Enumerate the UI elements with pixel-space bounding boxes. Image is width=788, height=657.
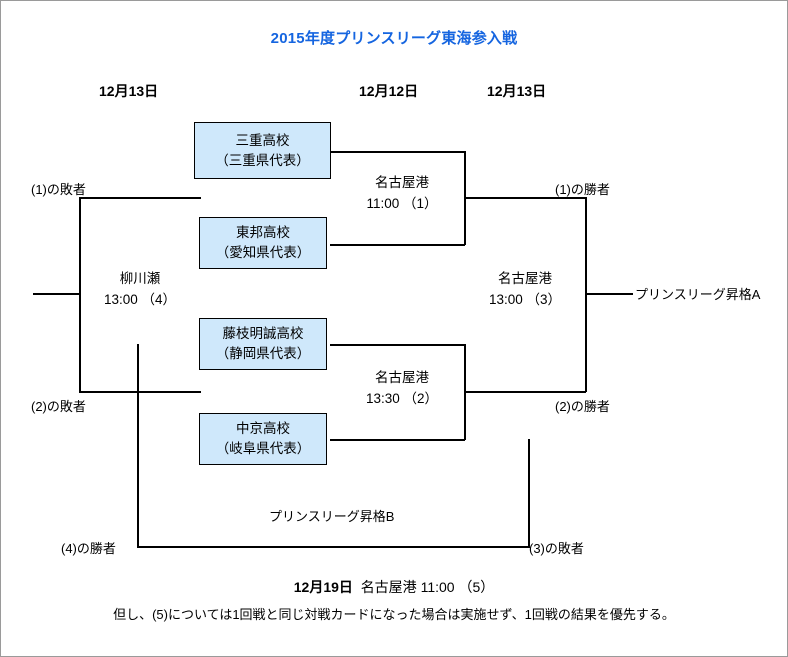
page-title: 2015年度プリンスリーグ東海参入戦 <box>270 30 518 47</box>
line-fujieda-to-match2 <box>330 344 465 346</box>
line-loser3-drop <box>528 439 530 547</box>
team-name-fujieda: 藤枝明誠高校 <box>222 326 304 342</box>
date-header-left: 12月13日 <box>99 83 159 99</box>
playoff-date: 12月19日 <box>293 579 353 595</box>
promotion-label-a: プリンスリーグ昇格A <box>635 287 761 302</box>
date-header-center: 12月12日 <box>359 83 419 99</box>
line-toho-to-match1 <box>330 244 465 246</box>
line-loser1-to-match4 <box>79 197 201 199</box>
team-name-mie: 三重高校 <box>235 132 290 148</box>
match-1-venue: 名古屋港 <box>375 175 429 190</box>
date-header-right: 12月13日 <box>487 83 547 99</box>
team-box-chukyo[interactable]: 中京高校 （岐阜県代表） <box>199 413 327 465</box>
match-3-time: 13:00 （3） <box>488 291 562 307</box>
playoff-footer: 12月19日 名古屋港 11:00 （5） <box>1 577 787 597</box>
line-winner4-drop <box>137 344 139 547</box>
line-mie-to-match1 <box>330 151 465 153</box>
team-box-fujieda[interactable]: 藤枝明誠高校 （静岡県代表） <box>199 318 327 370</box>
match-2-time: 13:30 （2） <box>365 390 439 406</box>
line-promotion-a-lead <box>597 293 633 295</box>
team-box-toho[interactable]: 東邦高校 （愛知県代表） <box>199 217 327 269</box>
team-region-fujieda: （静岡県代表） <box>215 346 311 361</box>
qualifier-winner-1: (1)の勝者 <box>555 182 610 197</box>
team-name-chukyo: 中京高校 <box>236 421 290 437</box>
playoff-note: 但し、(5)については1回戦と同じ対戦カードになった場合は実施せず、1回戦の結果… <box>113 607 675 622</box>
qualifier-loser-2: (2)の敗者 <box>31 399 86 414</box>
match-4-venue: 柳川瀬 <box>119 271 161 286</box>
match-4-label: 柳川瀬 13:00 （4） <box>80 269 200 311</box>
match-1-label: 名古屋港 11:00 （1） <box>337 173 467 215</box>
match-4-time: 13:00 （4） <box>103 291 177 307</box>
qualifier-winner-2: (2)の勝者 <box>555 399 610 414</box>
team-name-toho: 東邦高校 <box>236 225 290 241</box>
qualifier-loser-1: (1)の敗者 <box>31 182 86 197</box>
team-region-toho: （愛知県代表） <box>215 245 311 260</box>
promotion-label-b: プリンスリーグ昇格B <box>269 509 395 524</box>
line-winner2-to-match3 <box>464 391 586 393</box>
qualifier-winner-4: (4)の勝者 <box>61 541 116 556</box>
line-playoff-join <box>137 546 530 548</box>
match-1-time: 11:00 （1） <box>366 195 438 211</box>
line-match4-output <box>33 293 80 295</box>
line-loser2-to-match4 <box>79 391 201 393</box>
qualifier-loser-3: (3)の敗者 <box>529 541 584 556</box>
line-winner1-to-match3 <box>464 197 586 199</box>
playoff-info: 名古屋港 11:00 （5） <box>360 579 495 595</box>
team-region-mie: （三重県代表） <box>215 152 310 168</box>
team-box-mie[interactable]: 三重高校 （三重県代表） <box>194 122 331 179</box>
line-chukyo-to-match2 <box>330 439 465 441</box>
match-2-venue: 名古屋港 <box>375 370 429 385</box>
match-3-venue: 名古屋港 <box>498 271 552 286</box>
match-3-label: 名古屋港 13:00 （3） <box>465 269 585 311</box>
team-region-chukyo: （岐阜県代表） <box>215 441 311 456</box>
match-2-label: 名古屋港 13:30 （2） <box>337 368 467 410</box>
